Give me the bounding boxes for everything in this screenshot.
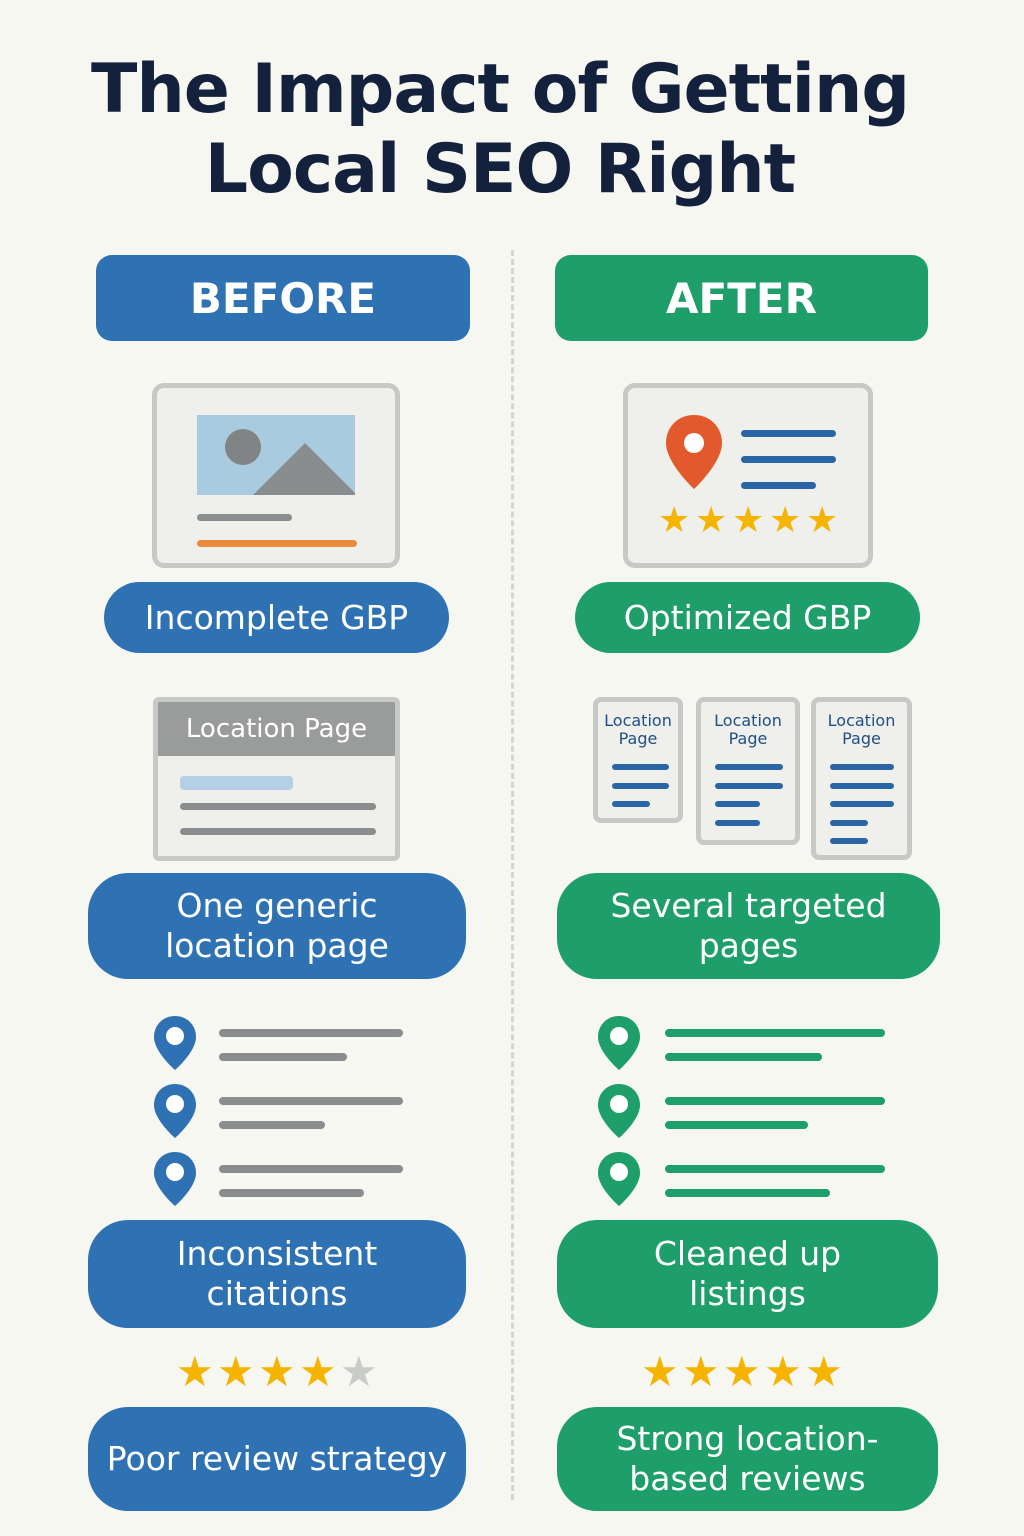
listing-text-line — [665, 1165, 885, 1173]
listing-text-line — [665, 1189, 830, 1197]
location-page-card-label: Location Page — [827, 711, 896, 748]
star-filled-icon: ★ — [695, 500, 728, 541]
listing-text-line — [665, 1053, 822, 1061]
star-filled-icon: ★ — [217, 1347, 255, 1396]
after-header: AFTER — [555, 255, 928, 341]
star-empty-icon: ★ — [340, 1347, 378, 1396]
star-filled-icon: ★ — [299, 1347, 337, 1396]
star-filled-icon: ★ — [806, 500, 839, 541]
generic-location-page-card: Location Page — [153, 697, 400, 861]
listing-pin-icon — [595, 1014, 643, 1076]
star-filled-icon: ★ — [641, 1347, 679, 1396]
incomplete-gbp-card — [152, 383, 400, 568]
image-placeholder-icon — [197, 415, 355, 495]
location-page-card-label: Location Page — [714, 711, 782, 748]
location-page-card: Location Page — [811, 697, 912, 860]
listing-text-line — [219, 1097, 403, 1105]
citation-pin-icon — [151, 1150, 199, 1212]
title-line-1: The Impact of Getting — [90, 50, 910, 129]
star-filled-icon: ★ — [805, 1347, 843, 1396]
listing-text-line — [665, 1029, 885, 1037]
generic-location-label: One generic location page — [88, 873, 466, 979]
star-filled-icon: ★ — [769, 500, 802, 541]
optimized-gbp-label: Optimized GBP — [575, 582, 920, 653]
column-divider — [511, 250, 514, 1500]
star-filled-icon: ★ — [732, 500, 765, 541]
citation-pin-icon — [151, 1014, 199, 1076]
star-filled-icon: ★ — [682, 1347, 720, 1396]
listing-text-line — [219, 1121, 325, 1129]
map-pin-icon — [666, 415, 722, 489]
location-page-card: Location Page — [696, 697, 800, 845]
location-page-card-label: Location Page — [604, 711, 672, 748]
location-page-card: Location Page — [593, 697, 683, 823]
before-header: BEFORE — [96, 255, 470, 341]
location-page-header: Location Page — [158, 702, 395, 756]
listing-text-line — [665, 1121, 808, 1129]
star-filled-icon: ★ — [723, 1347, 761, 1396]
listing-text-line — [219, 1165, 403, 1173]
star-filled-icon: ★ — [658, 500, 691, 541]
star-filled-icon: ★ — [764, 1347, 802, 1396]
incomplete-gbp-label: Incomplete GBP — [104, 582, 449, 653]
cleaned-listings-label: Cleaned up listings — [557, 1220, 938, 1328]
listing-text-line — [665, 1097, 885, 1105]
listing-pin-icon — [595, 1082, 643, 1144]
optimized-gbp-card: ★★★★★ — [623, 383, 873, 568]
citation-pin-icon — [151, 1082, 199, 1144]
star-filled-icon: ★ — [258, 1347, 296, 1396]
star-filled-icon: ★ — [176, 1347, 214, 1396]
poor-review-strategy-label: Poor review strategy — [88, 1407, 466, 1511]
title-line-2: Local SEO Right — [204, 130, 796, 209]
inconsistent-citations-label: Inconsistent citations — [88, 1220, 466, 1328]
listing-text-line — [219, 1189, 364, 1197]
listing-pin-icon — [595, 1150, 643, 1212]
listing-text-line — [219, 1029, 403, 1037]
listing-text-line — [219, 1053, 347, 1061]
strong-reviews-label: Strong location-based reviews — [557, 1407, 938, 1511]
targeted-pages-label: Several targeted pages — [557, 873, 940, 979]
